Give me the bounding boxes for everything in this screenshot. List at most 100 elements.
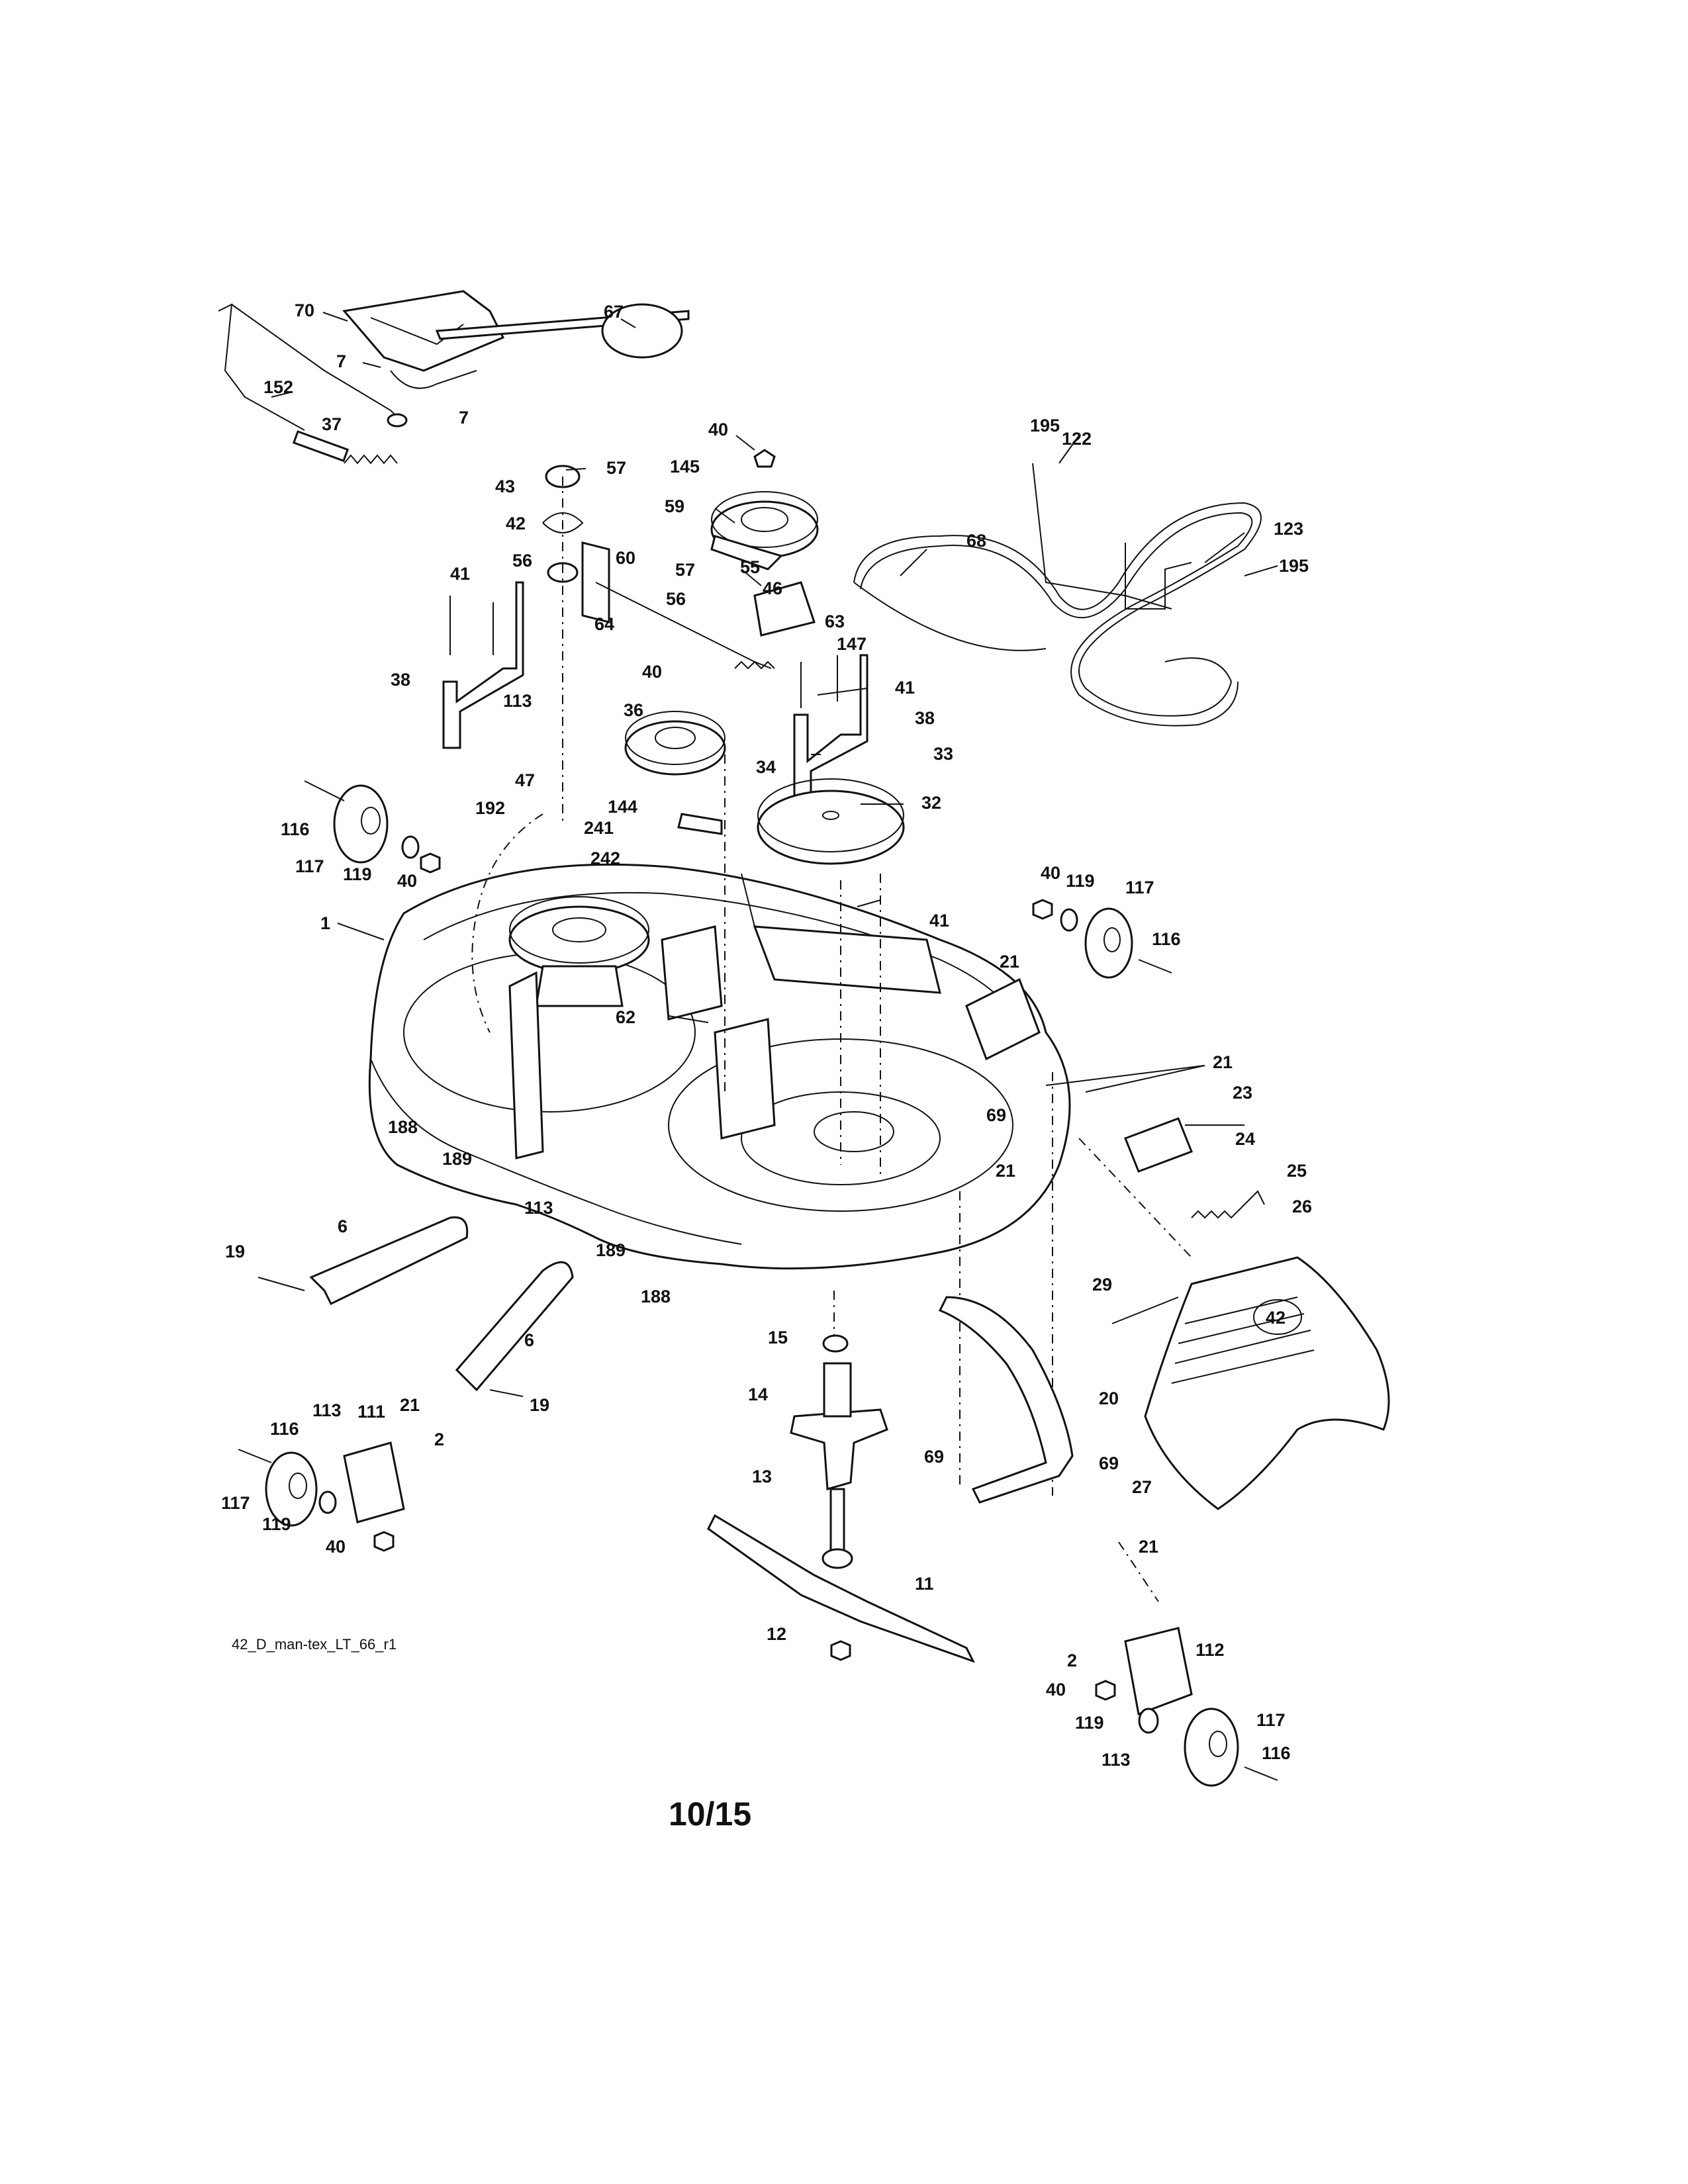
callout-242: 242 [590, 848, 620, 868]
stabilizer-bracket-6b [455, 1261, 574, 1392]
callout-40: 40 [708, 420, 728, 439]
callout-40: 40 [326, 1537, 346, 1557]
nut-40 [753, 449, 776, 468]
callout-152: 152 [263, 377, 293, 397]
callout-15: 15 [768, 1328, 788, 1347]
callout-59: 59 [665, 496, 684, 516]
callout-119: 119 [343, 864, 372, 884]
callout-14: 14 [748, 1385, 768, 1404]
callout-117: 117 [1256, 1710, 1286, 1730]
drive-belt-68 [853, 463, 1262, 727]
gauge-wheel-left-bottom [238, 1441, 405, 1552]
callout-42: 42 [506, 514, 526, 533]
callout-119: 119 [1075, 1713, 1104, 1733]
callout-60: 60 [616, 548, 635, 568]
callout-23: 23 [1233, 1083, 1252, 1103]
callout-119: 119 [262, 1514, 291, 1534]
knob-67 [601, 303, 683, 359]
callout-21: 21 [996, 1161, 1015, 1181]
callout-25: 25 [1287, 1161, 1307, 1181]
callout-55: 55 [740, 557, 760, 577]
callout-189: 189 [596, 1240, 626, 1260]
callout-32: 32 [921, 793, 941, 813]
callout-56: 56 [512, 551, 532, 570]
callout-11: 11 [915, 1574, 934, 1594]
page-number: 10/15 [669, 1796, 752, 1833]
idler-bracket-assembly [542, 449, 819, 835]
callout-37: 37 [322, 414, 342, 434]
callout-69: 69 [924, 1447, 944, 1467]
callout-41: 41 [450, 564, 470, 584]
callout-62: 62 [616, 1007, 635, 1027]
pulley-32-rim [757, 778, 904, 852]
spindle-collar-13 [821, 1548, 853, 1569]
callout-122: 122 [1062, 429, 1092, 449]
callout-46: 46 [763, 578, 782, 598]
clutch-lever-assembly [218, 290, 690, 465]
callout-119: 119 [1066, 871, 1095, 891]
gauge-wheel-left-top [304, 780, 441, 874]
bolt-19a [258, 1277, 305, 1291]
callout-47: 47 [515, 770, 535, 790]
mower-deck-housing [368, 863, 1071, 1270]
callout-112: 112 [1196, 1640, 1225, 1660]
callout-195: 195 [1279, 556, 1309, 576]
callout-117: 117 [295, 856, 324, 876]
callout-67: 67 [604, 302, 624, 322]
blade-bolt-12 [830, 1640, 851, 1661]
spindle-housing-14 [790, 1408, 888, 1490]
pulley-32 [757, 790, 905, 865]
callout-63: 63 [825, 612, 845, 631]
callout-26: 26 [1292, 1197, 1312, 1216]
spindle-top-14 [823, 1362, 852, 1418]
callout-36: 36 [624, 700, 643, 720]
callout-41: 41 [929, 911, 949, 931]
callout-57: 57 [675, 560, 695, 580]
callout-56: 56 [666, 589, 686, 609]
callout-117: 117 [221, 1493, 250, 1513]
callout-189: 189 [442, 1149, 472, 1169]
callout-41: 41 [895, 678, 915, 698]
callout-111: 111 [357, 1402, 385, 1422]
callout-40: 40 [1041, 863, 1060, 883]
callout-68: 68 [966, 531, 986, 551]
callout-38: 38 [391, 670, 410, 690]
rod-29 [1111, 1297, 1179, 1324]
callouts: 70 67 7 152 7 37 40 145 195 122 57 43 59… [221, 300, 1312, 1770]
bearing-15 [822, 1334, 849, 1353]
callout-70: 70 [295, 300, 314, 320]
callout-34: 34 [756, 757, 776, 777]
callout-147: 147 [837, 634, 867, 654]
callout-21: 21 [1000, 952, 1019, 972]
callout-27: 27 [1132, 1477, 1152, 1497]
callout-7: 7 [336, 351, 346, 371]
mounting-link-20 [938, 1296, 1074, 1504]
callout-117: 117 [1125, 878, 1154, 897]
callout-13: 13 [752, 1467, 772, 1486]
mower-blade-11 [707, 1514, 976, 1663]
callout-40: 40 [397, 871, 417, 891]
callout-24: 24 [1235, 1129, 1255, 1149]
gauge-wheel-right-top [1032, 899, 1172, 979]
stabilizer-bracket-6a [309, 1216, 469, 1305]
deflector-bracket-23 [1124, 1117, 1193, 1173]
pulley-32-hub [822, 811, 839, 820]
callout-6: 6 [524, 1330, 534, 1350]
callout-241: 241 [584, 818, 614, 838]
callout-116: 116 [1152, 929, 1181, 949]
callout-113: 113 [312, 1400, 342, 1420]
callout-7: 7 [459, 408, 469, 428]
callout-2: 2 [434, 1430, 444, 1449]
callout-2: 2 [1067, 1651, 1077, 1670]
gauge-wheel-right-bottom [1095, 1627, 1278, 1787]
callout-64: 64 [594, 614, 614, 634]
deck-size-badge [1253, 1299, 1302, 1335]
callout-20: 20 [1099, 1388, 1119, 1408]
chute-ribs [1171, 1297, 1315, 1384]
callout-188: 188 [641, 1287, 671, 1306]
callout-12: 12 [767, 1624, 786, 1644]
callout-21: 21 [1139, 1537, 1158, 1557]
callout-38: 38 [915, 708, 935, 728]
washer-37 [387, 413, 408, 428]
callout-21: 21 [1213, 1052, 1233, 1072]
